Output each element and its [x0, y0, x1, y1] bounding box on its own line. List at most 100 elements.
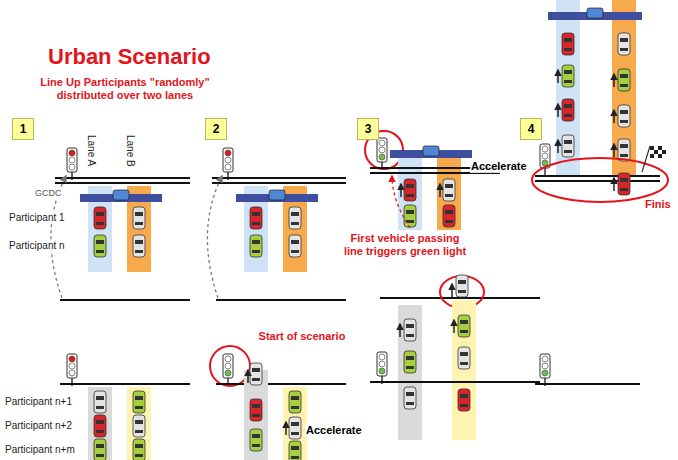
step-number: 4 — [528, 122, 535, 136]
car-body — [94, 439, 106, 460]
step-number-box: 3 — [357, 118, 379, 140]
car-window — [406, 194, 414, 197]
lane — [127, 387, 151, 460]
car — [618, 33, 630, 55]
separator-line — [60, 299, 190, 301]
stop-line — [216, 383, 346, 385]
car-window — [291, 446, 299, 450]
car — [456, 275, 468, 297]
car — [443, 205, 455, 227]
car-window — [620, 120, 628, 123]
car — [250, 207, 262, 229]
stop-line — [535, 383, 640, 385]
car — [133, 415, 145, 437]
light-lamp — [69, 150, 75, 156]
light-lamp — [225, 363, 231, 369]
car-window — [252, 378, 260, 381]
motion-arrow — [285, 422, 287, 435]
lane — [283, 387, 307, 460]
flag-pole — [642, 146, 650, 172]
car-body — [404, 319, 416, 341]
car-body — [618, 139, 630, 161]
flag-square — [654, 146, 658, 150]
car-body — [618, 33, 630, 55]
car-window — [445, 184, 453, 188]
car-body — [94, 391, 106, 413]
car-body — [250, 363, 262, 385]
car-body — [133, 391, 145, 413]
car-window — [460, 330, 468, 333]
car-window — [620, 188, 628, 191]
car-body — [289, 207, 301, 229]
flag-square — [662, 146, 666, 150]
step-number-box: 2 — [205, 118, 227, 140]
car — [618, 173, 630, 195]
car-window — [406, 402, 414, 405]
car-body — [618, 69, 630, 91]
car-window — [564, 48, 572, 51]
flag-square — [650, 146, 654, 150]
dashed-arrow — [392, 176, 410, 228]
car-window — [620, 38, 628, 42]
lane — [88, 387, 112, 460]
step-number-box: 4 — [520, 118, 542, 140]
traffic-light — [223, 354, 233, 386]
light-lamp — [379, 154, 385, 160]
light-housing — [223, 354, 233, 378]
car-window — [291, 456, 299, 459]
light-housing — [540, 354, 550, 378]
car-window — [291, 212, 299, 216]
annotation: Line Up Participants "randomly" distribu… — [35, 76, 215, 101]
traffic-light — [223, 148, 233, 180]
car-window — [620, 144, 628, 148]
traffic-light — [540, 144, 550, 176]
car-body — [269, 190, 285, 200]
car-body — [404, 179, 416, 201]
light-lamp — [225, 157, 231, 163]
car — [133, 207, 145, 229]
car-body — [562, 33, 574, 55]
gantry-car — [113, 190, 129, 200]
car-window — [620, 178, 628, 182]
lane — [612, 0, 636, 176]
car-window — [135, 444, 143, 448]
light-lamp — [542, 356, 548, 362]
car — [94, 415, 106, 437]
car-body — [133, 439, 145, 460]
car-body — [94, 235, 106, 257]
car-window — [564, 114, 572, 117]
light-lamp — [225, 150, 231, 156]
step-number: 1 — [20, 122, 27, 136]
car — [404, 205, 416, 227]
car — [618, 139, 630, 161]
car-body — [250, 207, 262, 229]
car-body — [443, 179, 455, 201]
traffic-light — [540, 354, 550, 386]
step-number: 2 — [213, 122, 220, 136]
motion-arrow — [247, 370, 249, 383]
car-window — [564, 70, 572, 74]
car-window — [458, 280, 466, 284]
title: Urban Scenario — [48, 44, 211, 69]
light-lamp — [542, 363, 548, 369]
flag-square — [654, 150, 658, 154]
light-housing — [540, 144, 550, 168]
car-body — [423, 146, 439, 156]
flag-square — [662, 154, 666, 158]
car — [94, 391, 106, 413]
track-line — [535, 180, 660, 182]
car-window — [406, 210, 414, 214]
car-window — [406, 324, 414, 328]
car-window — [460, 320, 468, 324]
flag-square — [662, 150, 666, 154]
car-body — [289, 417, 301, 439]
car-body — [456, 275, 468, 297]
car-window — [445, 210, 453, 214]
car-window — [291, 222, 299, 225]
car-window — [620, 110, 628, 114]
light-housing — [223, 148, 233, 172]
car-body — [458, 347, 470, 369]
car-window — [291, 250, 299, 253]
car-window — [445, 194, 453, 197]
participant-label: Participant n+1 — [4, 396, 73, 408]
